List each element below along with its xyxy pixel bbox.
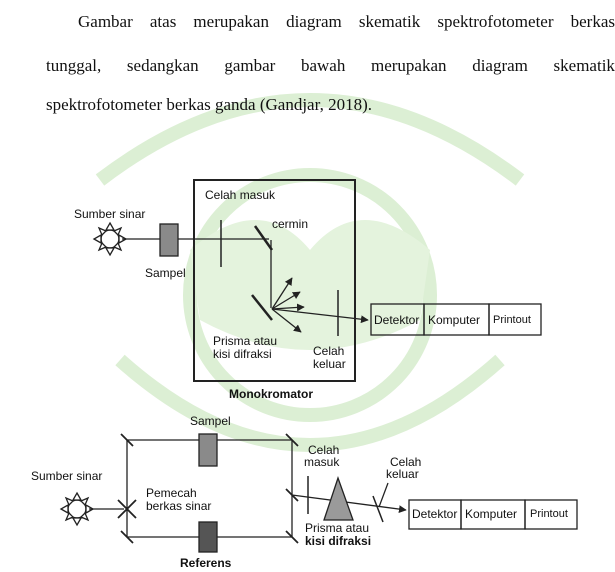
label-printout: Printout <box>493 314 531 326</box>
light-source-icon-2 <box>59 491 95 527</box>
monochromator-box <box>193 179 356 382</box>
figure-single-beam-labels: Sumber sinar Sampel Celah masuk cermin P… <box>74 188 531 401</box>
label-detector-2: Detektor <box>412 507 457 521</box>
label-computer: Komputer <box>428 313 480 327</box>
mirror <box>253 225 274 251</box>
label-printout-2: Printout <box>530 508 568 520</box>
light-source-icon <box>92 221 128 257</box>
label-sample: Sampel <box>145 266 186 280</box>
label-splitter-1: Pemecah <box>146 486 197 500</box>
label-prism-2: kisi difraksi <box>213 347 272 361</box>
label-source-2: Sumber sinar <box>31 469 102 483</box>
label-source: Sumber sinar <box>74 207 145 221</box>
label-slit-out-2a: Celah <box>390 455 421 469</box>
figure-single-beam <box>92 179 542 382</box>
prism-triangle <box>323 476 354 521</box>
figure-double-beam <box>59 433 578 553</box>
label-slit-in-2b: masuk <box>304 455 340 469</box>
label-computer-2: Komputer <box>465 507 517 521</box>
prism-grating <box>251 294 273 321</box>
sample-cuvette-2 <box>198 433 218 467</box>
printout-box <box>488 303 542 336</box>
label-reference: Referens <box>180 556 232 570</box>
sample-cuvette <box>159 223 179 257</box>
label-slit-out-1: Celah <box>313 344 344 358</box>
label-slit-out-2b: keluar <box>386 467 419 481</box>
label-sample-2: Sampel <box>190 414 231 428</box>
label-slit-in: Celah masuk <box>205 188 276 202</box>
label-prism-2a: Prisma atau <box>305 521 369 535</box>
paragraph-line-1: Gambar atas merupakan diagram skematik s… <box>78 12 615 31</box>
label-prism-1: Prisma atau <box>213 334 277 348</box>
label-prism-2b: kisi difraksi <box>305 534 371 548</box>
printout-box-2 <box>524 499 578 530</box>
paragraph-line-2: tunggal, sedangkan gambar bawah merupaka… <box>46 56 615 75</box>
label-slit-out-2: keluar <box>313 357 346 371</box>
figure-double-beam-labels: Sumber sinar Sampel Pemecah berkas sinar… <box>31 414 568 570</box>
reference-cuvette <box>198 521 218 553</box>
label-mirror: cermin <box>272 217 308 231</box>
label-monochromator: Monokromator <box>229 387 313 401</box>
label-detector: Detektor <box>374 313 419 327</box>
label-slit-in-2a: Celah <box>308 443 339 457</box>
paragraph-line-3: spektrofotometer berkas ganda (Gandjar, … <box>46 95 372 114</box>
exit-slit-2 <box>372 495 384 523</box>
label-splitter-2: berkas sinar <box>146 499 211 513</box>
